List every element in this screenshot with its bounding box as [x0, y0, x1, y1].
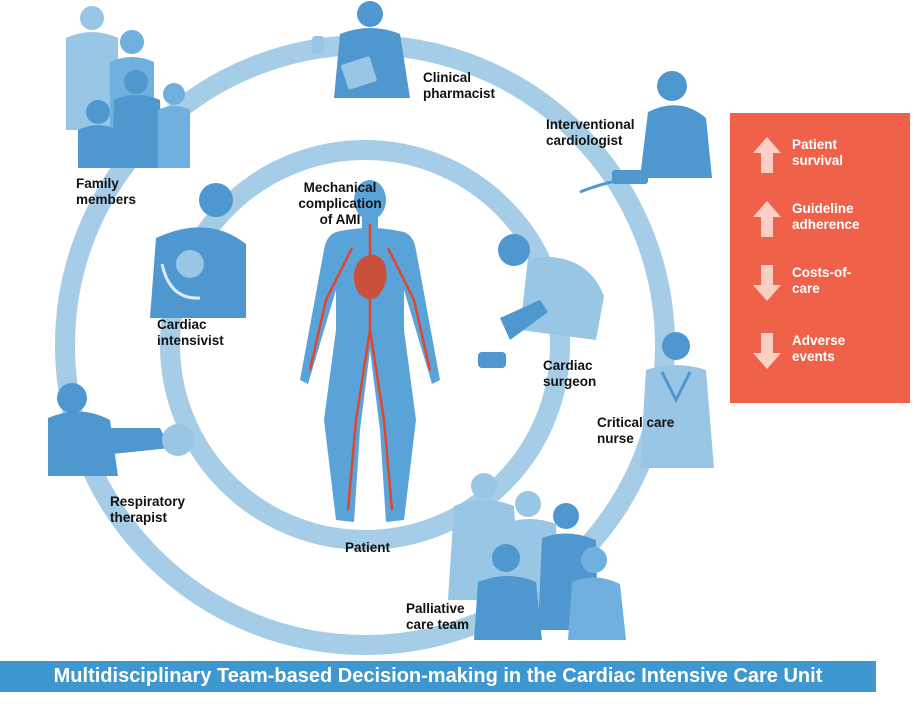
label-respiratory-therapist: Respiratory therapist: [110, 494, 186, 525]
heart-icon: [353, 254, 387, 299]
arrow-up-icon: [753, 201, 781, 237]
label-cardiac-intensivist: Cardiac intensivist: [157, 317, 224, 348]
clinical-pharmacist-figure: [312, 1, 410, 98]
outcome-label: Costs-of- care: [792, 265, 852, 296]
outcome-label: Adverse events: [792, 333, 846, 364]
label-critical-care-nurse: Critical care nurse: [597, 415, 675, 446]
label-patient: Patient: [345, 540, 391, 555]
label-palliative-care-team: Palliative care team: [406, 601, 470, 632]
outcome-patient-survival: Patient survival: [730, 135, 910, 195]
patient-body: [300, 180, 440, 522]
inner-ring: [160, 140, 570, 550]
arrow-up-icon: [753, 137, 781, 173]
outcome-guideline-adherence: Guideline adherence: [730, 199, 910, 259]
outcome-panel: Patient survival Guideline adherence Cos…: [730, 113, 910, 403]
arrow-down-icon: [753, 333, 781, 369]
family-members-figure: [66, 6, 190, 168]
outcome-costs-of-care: Costs-of- care: [730, 263, 910, 323]
cardiac-surgeon-figure: [478, 234, 604, 368]
banner-title: Multidisciplinary Team-based Decision-ma…: [0, 661, 876, 692]
critical-care-nurse-figure: [640, 332, 714, 468]
arrow-down-icon: [753, 265, 781, 301]
cardiac-intensivist-figure: [150, 183, 246, 318]
label-interventional-cardiologist: Interventional cardiologist: [546, 117, 635, 148]
outcome-label: Patient survival: [792, 137, 844, 168]
interventional-cardiologist-figure: [579, 71, 712, 194]
label-mechanical-complication: Mechanical complication of AMI: [298, 180, 382, 227]
label-clinical-pharmacist: Clinical pharmacist: [423, 70, 496, 101]
outcome-label: Guideline adherence: [792, 201, 860, 232]
palliative-care-team-figure: [448, 473, 626, 640]
respiratory-therapist-figure: [48, 383, 194, 476]
outcome-adverse-events: Adverse events: [730, 331, 910, 391]
label-cardiac-surgeon: Cardiac surgeon: [543, 358, 597, 389]
label-family-members: Family members: [76, 176, 137, 207]
